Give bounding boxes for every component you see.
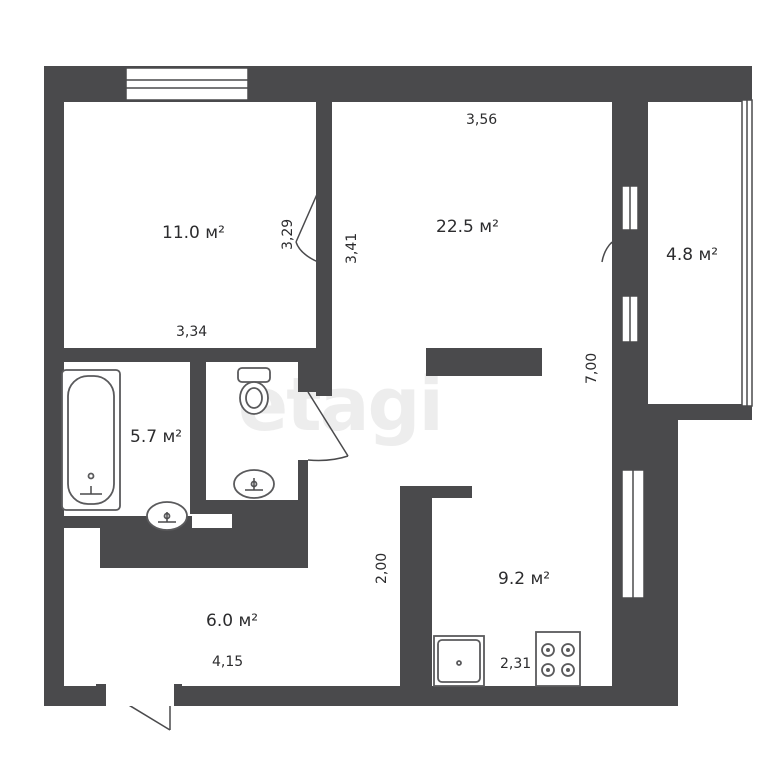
wall-bath-block [232,500,308,568]
dim-bedroom-height: 3,29 [280,219,296,250]
doors [96,191,631,731]
wall-partition [426,348,542,376]
wall-living-balcony [612,66,648,420]
dim-kitchen-width: 2,31 [500,656,531,672]
dim-living-length: 7,00 [584,353,600,384]
wall-bedroom-bottom [44,348,332,362]
windows [125,67,753,599]
wall-kitchen-top [400,486,472,498]
fixtures [61,367,581,687]
wall-wc-right-top [298,362,332,392]
wall-bedroom-living [316,96,332,396]
room-labels: 11.0 м² 22.5 м² 4.8 м² 5.7 м² 6.0 м² 9.2… [130,217,718,631]
dim-hall-height: 2,00 [374,553,390,584]
dim-hall-width: 4,15 [212,654,243,670]
wall-bath-wc [190,362,206,500]
hall-area: 6.0 м² [206,611,258,631]
wall-bottom [44,686,678,706]
window-bedroom [125,67,249,101]
dim-bedroom-width: 3,34 [176,324,207,340]
dim-living-height: 3,41 [344,233,360,264]
wall-balcony-bottom [648,404,752,420]
wall-wc-right-bottom [298,460,308,510]
bathroom-area: 5.7 м² [130,427,182,447]
dim-living-width: 3,56 [466,112,497,128]
wall-left [44,66,64,706]
bedroom-area: 11.0 м² [162,223,225,243]
wall-bath-step [100,528,234,568]
toilet-tank [237,367,271,383]
wall-hall-kitchen [400,486,432,706]
dimension-labels: 3,56 3,34 4,15 2,31 3,29 3,41 7,00 2,00 [176,112,600,672]
stove [535,631,581,687]
watermark: etagi [238,362,442,448]
kitchen-area: 9.2 м² [498,569,550,589]
balcony-area: 4.8 м² [666,245,718,265]
living-area: 22.5 м² [436,217,499,237]
